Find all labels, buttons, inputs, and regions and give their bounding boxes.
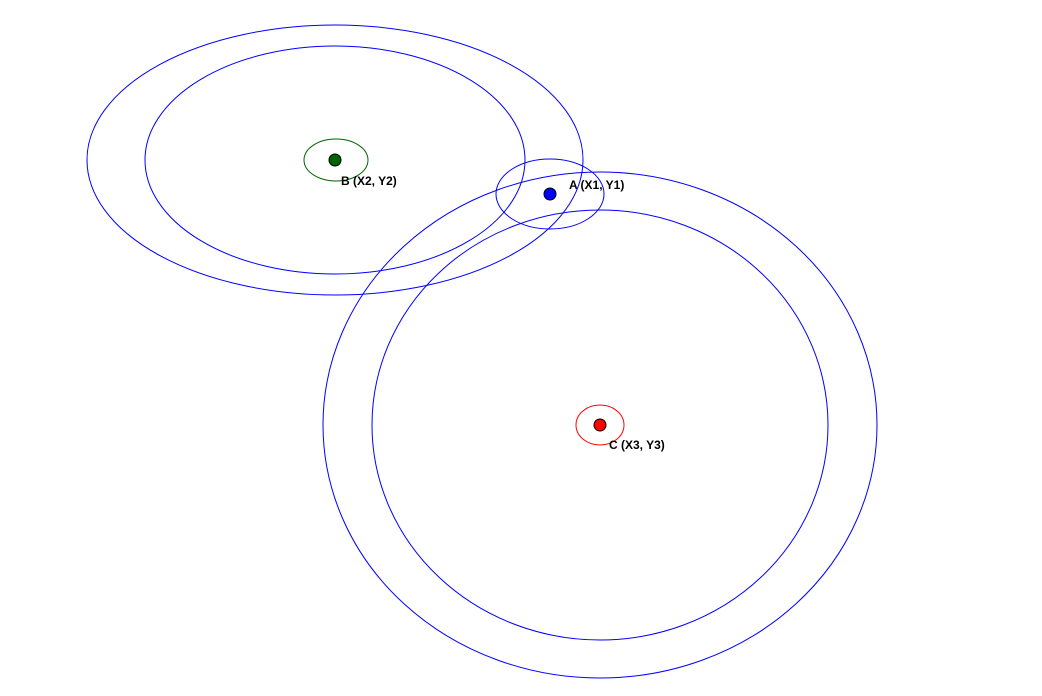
point-b-marker (328, 153, 342, 167)
point-c-marker (593, 418, 607, 432)
range-ring-c-inner (371, 209, 829, 641)
point-a-label: A (X1, Y1) (569, 178, 624, 192)
uncertainty-ring-a (495, 158, 605, 230)
halo-ring-c (575, 404, 625, 446)
halo-ring-b (303, 138, 369, 182)
range-ring-c-outer (322, 171, 878, 679)
point-a-marker (543, 187, 557, 201)
point-b-label: B (X2, Y2) (341, 174, 397, 188)
point-c-label: C (X3, Y3) (609, 438, 665, 452)
range-ring-b-outer (86, 24, 584, 296)
range-ring-b-inner (144, 45, 526, 275)
